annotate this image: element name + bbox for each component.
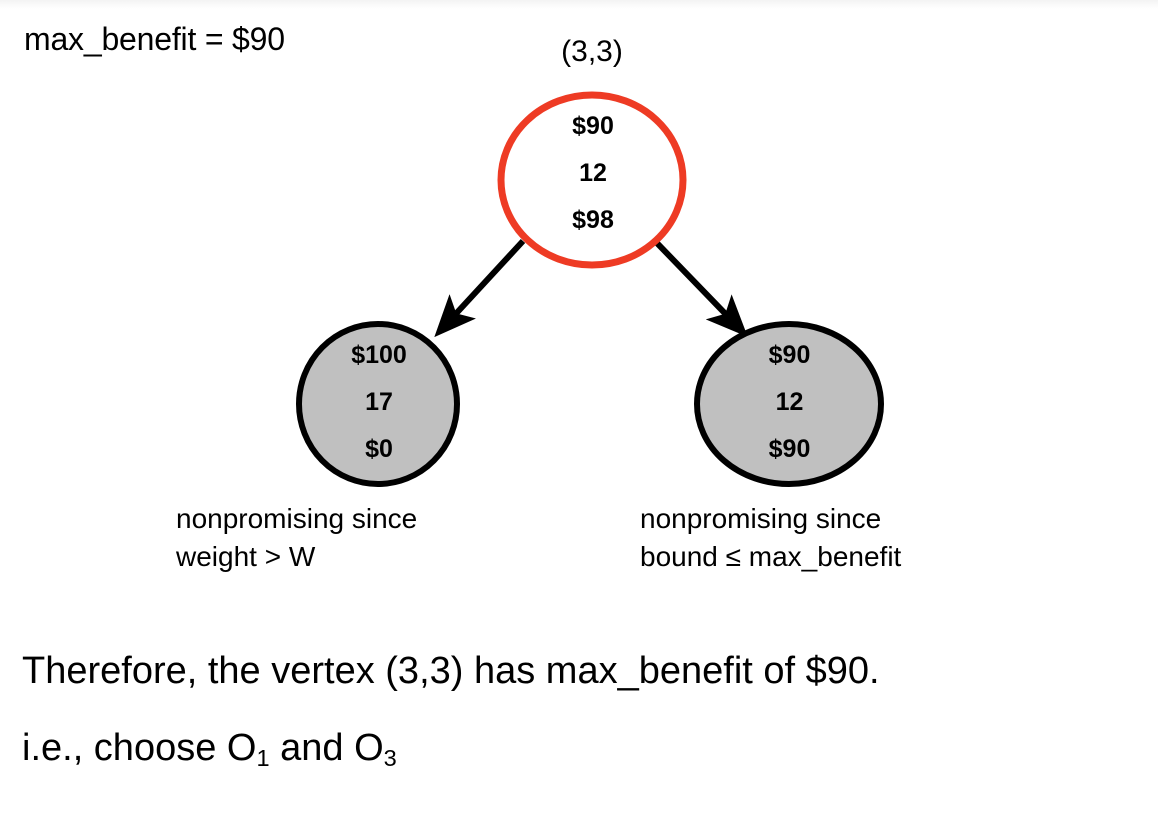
right-child-nonpromising-caption: nonpromising since bound ≤ max_benefit bbox=[640, 500, 901, 576]
edge-root-to-left-child bbox=[434, 238, 526, 338]
right-caption-line-2: bound ≤ max_benefit bbox=[640, 541, 902, 572]
conclusion-choose-prefix: i.e., choose O bbox=[22, 727, 257, 769]
right-child-node-benefit: $90 bbox=[768, 341, 811, 369]
left-child-node-bound: $0 bbox=[365, 435, 393, 463]
root-vertex-coordinate-label: (3,3) bbox=[561, 35, 623, 68]
edge-root-to-right-child bbox=[652, 238, 748, 338]
right-child-node-circle[interactable] bbox=[694, 321, 884, 487]
left-child-node-weight: 17 bbox=[365, 388, 393, 416]
slide-top-edge bbox=[0, 0, 1158, 9]
left-child-nonpromising-caption: nonpromising since weight > W bbox=[176, 500, 417, 576]
right-child-node-weight: 12 bbox=[775, 388, 804, 416]
left-caption-line-1: nonpromising since bbox=[176, 503, 418, 534]
conclusion-line-1: Therefore, the vertex (3,3) has max_bene… bbox=[22, 650, 880, 692]
conclusion-object-1-subscript: 1 bbox=[256, 745, 270, 772]
max-benefit-label: max_benefit = $90 bbox=[24, 21, 285, 57]
right-child-node-bound: $90 bbox=[768, 435, 811, 463]
root-node-benefit: $90 bbox=[572, 112, 614, 140]
left-caption-line-2: weight > W bbox=[176, 541, 316, 572]
conclusion-choose-middle: and O bbox=[269, 727, 384, 769]
left-child-node-values: $100 17 $0 bbox=[300, 332, 458, 473]
left-child-node-circle[interactable] bbox=[296, 321, 460, 487]
root-node-circle[interactable] bbox=[497, 91, 687, 269]
right-child-node-values: $90 12 $90 bbox=[697, 332, 882, 473]
root-node-weight: 12 bbox=[579, 159, 607, 187]
left-child-node-benefit: $100 bbox=[351, 341, 407, 369]
conclusion-object-3-subscript: 3 bbox=[383, 745, 397, 772]
root-node-bound: $98 bbox=[572, 206, 614, 234]
root-node-values: $90 12 $98 bbox=[500, 103, 686, 244]
right-caption-line-1: nonpromising since bbox=[640, 503, 882, 534]
conclusion-line-2: i.e., choose O1 and O3 bbox=[22, 725, 397, 775]
